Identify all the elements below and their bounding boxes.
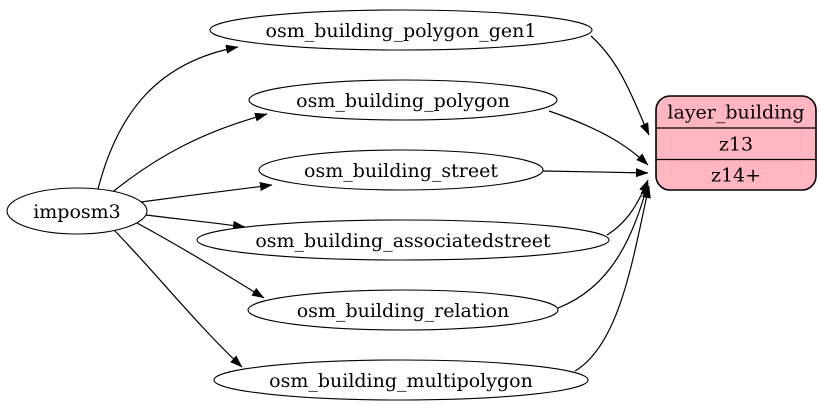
osm_building_associatedstreet-label: osm_building_associatedstreet (255, 230, 551, 252)
node-osm_building_relation: osm_building_relation (247, 289, 559, 331)
node-layer_building: layer_building z13 z14+ (655, 95, 817, 191)
osm_building_associatedstreet-ellipse (196, 219, 610, 261)
edge-imposm3-to-osm_building_street (140, 182, 273, 203)
node-osm_building_polygon_gen1: osm_building_polygon_gen1 (209, 9, 593, 51)
osm_building_street-ellipse (258, 149, 544, 191)
osm_building_relation-ellipse (247, 289, 559, 331)
osm_building_relation-label: osm_building_relation (297, 300, 510, 322)
osm_building_multipolygon-ellipse (213, 359, 589, 401)
node-osm_building_street: osm_building_street (258, 149, 544, 191)
osm_building_polygon_gen1-label: osm_building_polygon_gen1 (266, 20, 537, 42)
edge-osm_building_polygon-to-z14plus (548, 110, 649, 166)
osm_building_street-label: osm_building_street (304, 160, 498, 182)
osm_building_polygon-ellipse (248, 79, 558, 121)
edge-imposm3-to-osm_building_polygon_gen1 (97, 44, 239, 190)
edge-imposm3-to-osm_building_polygon (109, 112, 268, 195)
osm_building_polygon_gen1-ellipse (209, 9, 593, 51)
edge-osm_building_polygon_gen1-to-z13 (590, 35, 650, 136)
edge-osm_building_multipolygon-to-z14plus (574, 185, 651, 372)
node-osm_building_polygon: osm_building_polygon (248, 79, 558, 121)
edge-imposm3-to-osm_building_associatedstreet (145, 214, 246, 230)
node-osm_building_multipolygon: osm_building_multipolygon (213, 359, 589, 401)
edge-osm_building_street-to-z14plus (542, 168, 649, 178)
layer_building-row-z13: z13 (719, 134, 753, 156)
edge-group (97, 35, 651, 372)
node-osm_building_associatedstreet: osm_building_associatedstreet (196, 219, 610, 261)
edge-imposm3-to-osm_building_relation (136, 222, 265, 299)
edge-imposm3-to-osm_building_multipolygon (113, 229, 243, 368)
layer_building-row-z14plus: z14+ (711, 165, 761, 187)
osm_building_polygon-label: osm_building_polygon (296, 90, 510, 112)
osm_building_multipolygon-label: osm_building_multipolygon (269, 370, 533, 392)
imposm3-ellipse (6, 187, 148, 235)
layer_building-title: layer_building (667, 102, 804, 124)
node-imposm3: imposm3 (6, 187, 148, 235)
layer_building-box (655, 95, 817, 191)
imposm3-label: imposm3 (33, 201, 121, 223)
edge-osm_building_relation-to-z14plus (557, 182, 650, 309)
edge-osm_building_associatedstreet-to-z14plus (606, 179, 649, 236)
